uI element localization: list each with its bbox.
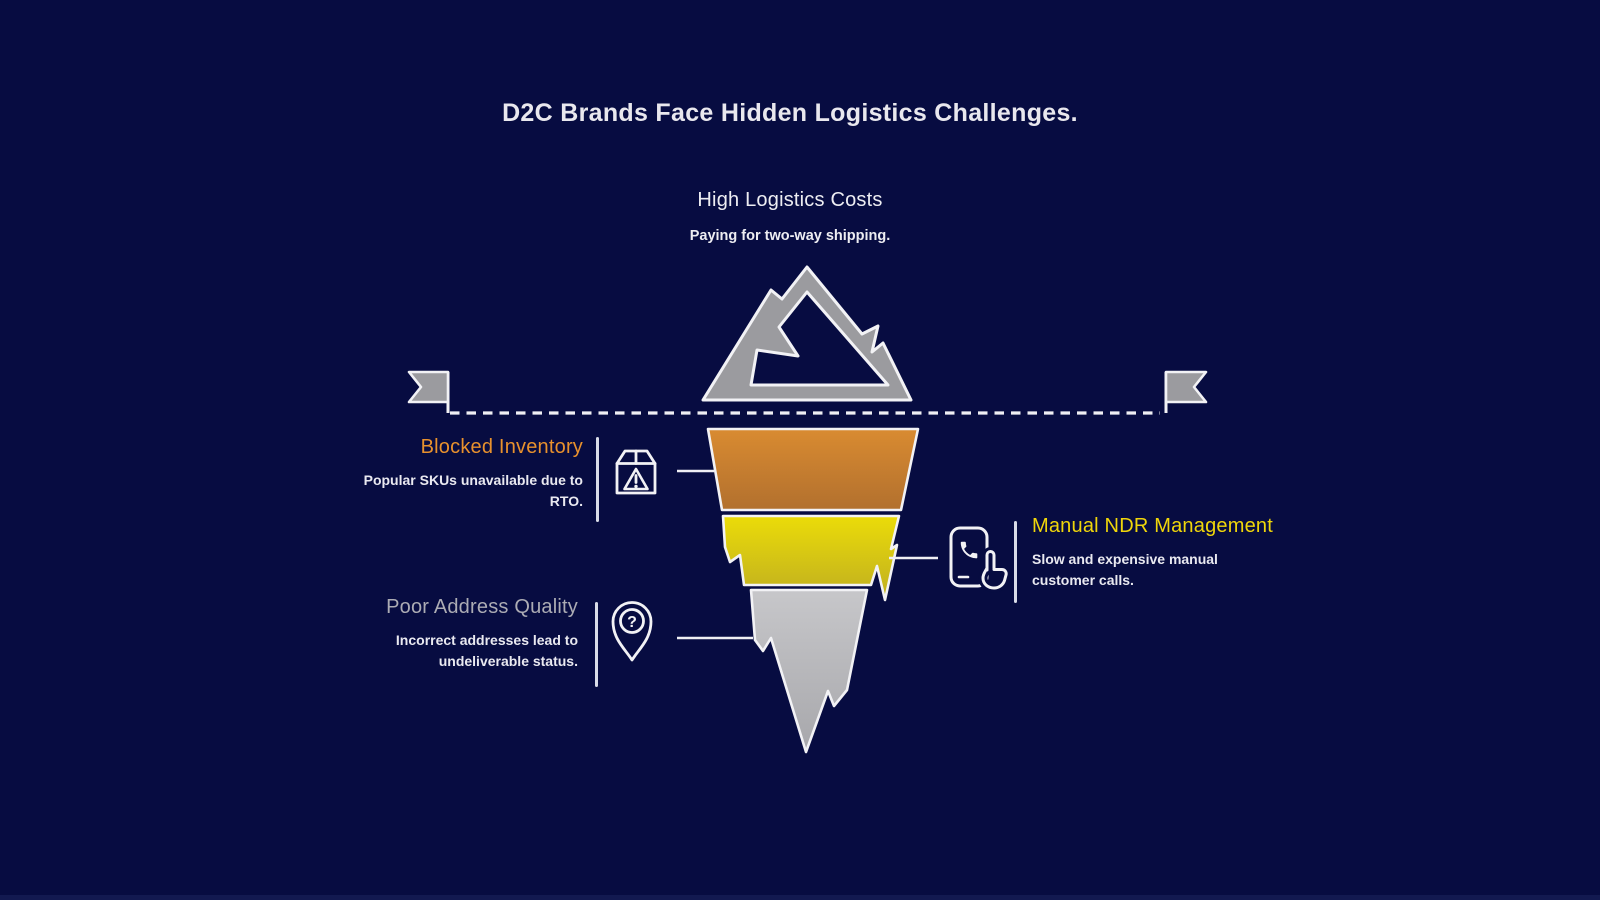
poor-address-block: Poor Address Quality Incorrect addresses… <box>298 596 578 672</box>
manual-ndr-block: Manual NDR Management Slow and expensive… <box>1032 515 1352 591</box>
divider-blocked-inventory <box>596 437 599 522</box>
package-warning-icon <box>615 449 657 495</box>
location-pin-question-icon: ? <box>611 601 653 662</box>
flag-left-icon <box>407 370 450 413</box>
page-title: D2C Brands Face Hidden Logistics Challen… <box>502 99 1078 127</box>
mountain-peak-icon <box>701 265 913 402</box>
manual-ndr-description: customer calls. <box>1032 572 1134 588</box>
funnel-layer-yellow <box>721 514 901 602</box>
poor-address-description: Incorrect addresses lead to <box>395 632 578 648</box>
funnel-layer-gray <box>749 588 869 754</box>
high-logistics-costs-description: Paying for two-way shipping. <box>689 228 891 244</box>
divider-poor-address <box>595 602 598 687</box>
manual-ndr-description: Slow and expensive manual <box>1032 551 1218 567</box>
svg-text:?: ? <box>627 614 637 631</box>
poor-address-label: Poor Address Quality <box>386 596 578 618</box>
blocked-inventory-description: Popular SKUs unavailable due to <box>363 472 583 488</box>
poor-address-description: undeliverable status. <box>438 653 578 669</box>
flag-right-icon <box>1164 370 1208 413</box>
blocked-inventory-label: Blocked Inventory <box>420 436 583 458</box>
blocked-inventory-block: Blocked Inventory Popular SKUs unavailab… <box>303 436 583 512</box>
funnel-layer-orange <box>706 427 920 512</box>
blocked-inventory-description: RTO. <box>549 493 583 509</box>
high-logistics-costs-label: High Logistics Costs <box>697 189 883 211</box>
phone-call-hand-icon <box>949 526 1008 593</box>
manual-ndr-label: Manual NDR Management <box>1032 515 1273 537</box>
bottom-edge-strip <box>0 895 1600 900</box>
divider-manual-ndr <box>1014 521 1017 603</box>
